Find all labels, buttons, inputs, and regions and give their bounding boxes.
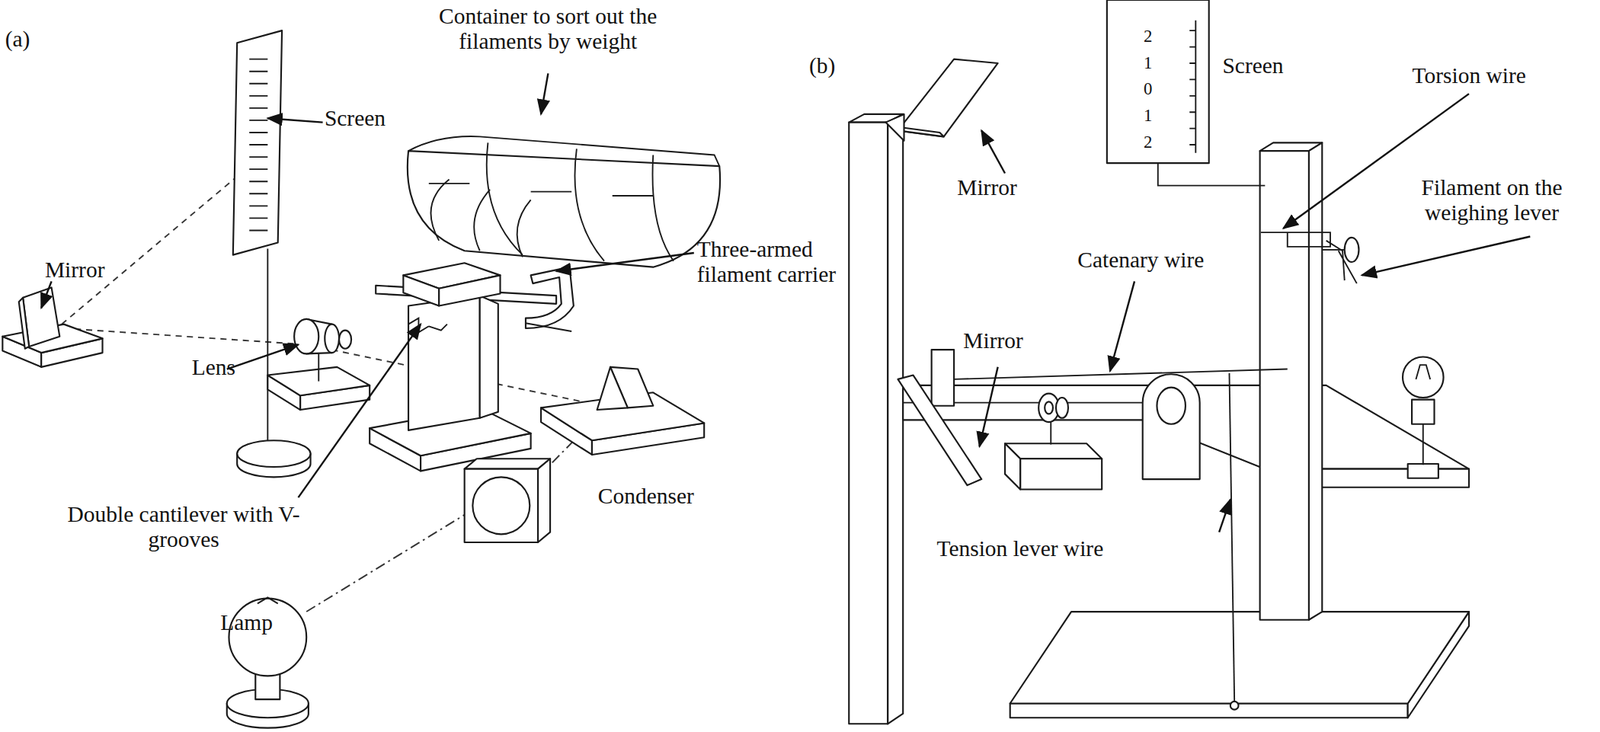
- lens-a: [267, 319, 370, 410]
- part-label: Tension lever wire: [936, 536, 1162, 562]
- part-label: Lens: [192, 355, 274, 381]
- part-label: Filament on the weighing lever: [1389, 175, 1594, 226]
- right-pillar: [1260, 142, 1323, 620]
- leader-arrows-b: [979, 93, 1531, 533]
- part-label: Double cantilever with V-grooves: [41, 502, 327, 553]
- lamp-b: [1402, 356, 1444, 478]
- mirror-a: [2, 287, 103, 367]
- part-label: Lamp: [220, 610, 302, 636]
- container: [407, 136, 720, 268]
- part-label: Condenser: [598, 483, 742, 509]
- leader-arrows-a: [41, 73, 695, 498]
- panel-letter: (a): [5, 26, 67, 52]
- wires-b: [953, 232, 1359, 710]
- panel-letter: (b): [809, 53, 871, 79]
- ring-stand: [1142, 374, 1200, 480]
- part-label: Mirror: [963, 328, 1066, 354]
- part-label: Catenary wire: [1077, 247, 1261, 273]
- part-label: Screen: [1222, 53, 1335, 79]
- lens-b: [1004, 393, 1102, 490]
- scale-number: 1: [1132, 53, 1164, 73]
- scale-number: 1: [1132, 105, 1164, 125]
- part-label: Mirror: [44, 257, 148, 283]
- cantilever: [369, 262, 531, 471]
- scale-number: 2: [1132, 26, 1164, 46]
- left-pillar: [848, 114, 903, 724]
- condenser: [464, 458, 551, 543]
- base-plate: [1010, 611, 1469, 718]
- scale-number: 2: [1132, 132, 1164, 152]
- part-label: Three-armed filament carrier: [697, 236, 871, 288]
- part-label: Torsion wire: [1412, 63, 1597, 89]
- screen-b: [1107, 0, 1265, 186]
- mirror-b-top: [885, 59, 998, 141]
- part-label: Screen: [324, 105, 427, 132]
- prism: [540, 367, 704, 455]
- scale-number: 0: [1132, 79, 1164, 99]
- part-label: Mirror: [956, 175, 1060, 201]
- mirror-b-low: [897, 349, 982, 486]
- screen-a: [233, 30, 311, 477]
- part-label: Container to sort out the filaments by w…: [394, 3, 701, 55]
